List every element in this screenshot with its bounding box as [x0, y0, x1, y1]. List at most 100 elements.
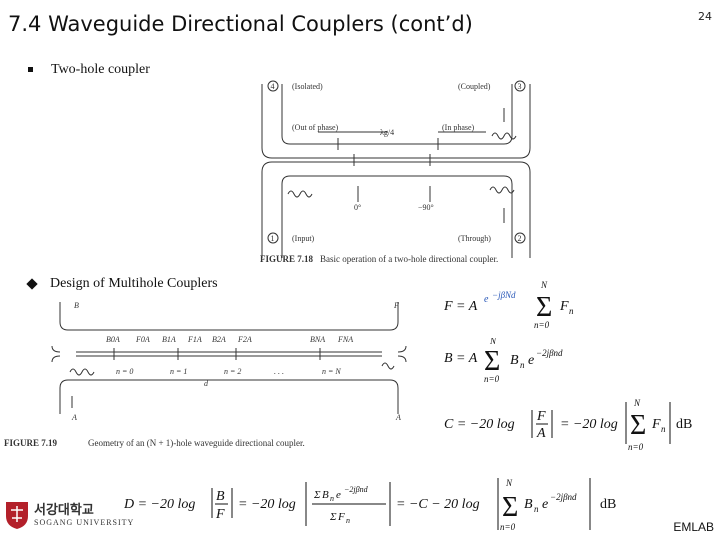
svg-text:n: n [520, 360, 525, 370]
slide-title: 7.4 Waveguide Directional Couplers (cont… [8, 12, 473, 36]
equation-B-render: B = A Σ N n=0 B n e −2jβnd [444, 336, 563, 384]
bullet-multihole: Design of Multihole Couplers [26, 276, 218, 292]
isolated-label: (Isolated) [292, 82, 323, 91]
svg-text:Σ: Σ [313, 489, 321, 501]
svg-text:B: B [510, 353, 519, 368]
svg-text:= −20 log: = −20 log [238, 497, 296, 512]
svg-text:N: N [633, 398, 641, 408]
svg-text:n: n [534, 504, 539, 514]
upper-bend [51, 345, 407, 353]
svg-text:n: n [330, 494, 334, 503]
svg-text:B: B [524, 497, 533, 512]
svg-text:B = A: B = A [444, 351, 478, 366]
label-B2A: B2A [212, 335, 226, 344]
svg-text:A: A [536, 426, 546, 441]
crest-icon [6, 502, 28, 529]
input-arrows [71, 396, 399, 408]
svg-text:= −C − 20 log: = −C − 20 log [396, 497, 480, 512]
port-4-label: 4 [271, 82, 275, 91]
svg-text:−2jβnd: −2jβnd [536, 348, 563, 358]
lower-guide-right-wall [519, 161, 531, 258]
bullet-text: Two-hole coupler [51, 62, 150, 77]
equation-D: D = −20 log B F = −20 log Σ B n e −2jβnd… [123, 474, 644, 538]
figure-719-caption-text: Geometry of an (N + 1)-hole waveguide di… [88, 438, 305, 448]
label-F2A: F2A [237, 335, 252, 344]
wave-coupled [491, 132, 517, 140]
svg-text:B: B [216, 489, 225, 504]
svg-text:−jβNd: −jβNd [492, 290, 516, 300]
label-F: F [393, 301, 399, 310]
port-2-circle [514, 232, 526, 244]
svg-text:Σ: Σ [502, 492, 518, 523]
label-F0A: F0A [135, 335, 150, 344]
svg-text:n: n [346, 516, 350, 525]
wave-through [489, 186, 515, 194]
label-BNA: BNA [310, 335, 325, 344]
svg-text:N: N [505, 478, 513, 488]
svg-text:−2jβnd: −2jβnd [344, 485, 369, 494]
port-1-label: 1 [271, 234, 275, 243]
label-n1: n = 1 [170, 367, 187, 376]
label-nN: n = N [322, 367, 341, 376]
upper-guide-left-wall [261, 84, 338, 159]
phase-ref-arrows [357, 186, 431, 202]
label-F1A: F1A [187, 335, 202, 344]
coupling-arrows [337, 138, 439, 150]
svg-text:F: F [215, 507, 225, 522]
figure-718-caption-text: Basic operation of a two-hole directiona… [320, 254, 498, 264]
page-number: 24 [698, 10, 712, 23]
coupled-label: (Coupled) [458, 82, 491, 91]
svg-text:N: N [540, 280, 548, 290]
label-d: d [204, 379, 209, 388]
lambda-label: λg/4 [380, 128, 394, 137]
lower-guide-inner [59, 379, 399, 414]
svg-text:Σ: Σ [630, 410, 646, 441]
label-n0: n = 0 [116, 367, 133, 376]
equation-B: B = A Σ N n=0 B n e −2jβnd [444, 336, 594, 398]
figure-7-18: 4 (Isolated) (Coupled) 3 (Out of phase) … [260, 80, 531, 264]
lower-bend [51, 355, 407, 363]
port-2-label: 2 [518, 234, 522, 243]
svg-text:F: F [651, 417, 661, 432]
svg-text:e: e [484, 294, 489, 305]
label-ellipsis: . . . [274, 367, 284, 376]
svg-text:= −20 log: = −20 log [560, 417, 618, 432]
university-logo: 서강대학교 SOGANG UNIVERSITY [4, 500, 134, 530]
footer-emlab: EMLAB [673, 520, 714, 534]
lower-guide-inner-wall [281, 175, 513, 258]
out-of-phase-label: (Out of phase) [292, 123, 339, 132]
svg-text:n=0: n=0 [628, 442, 644, 452]
square-bullet-icon [28, 67, 33, 73]
svg-text:Σ: Σ [329, 511, 337, 523]
label-n2: n = 2 [224, 367, 241, 376]
figure-7-19: B F B0A F0A B1A F1A B2A F2A BNA FNA n = … [4, 301, 407, 448]
port-4-circle [267, 80, 279, 92]
equation-F-render: F = A e −jβNd Σ N n=0 F n [443, 280, 574, 330]
label-FNA: FNA [337, 335, 353, 344]
svg-text:N: N [489, 338, 497, 346]
through-label: (Through) [458, 234, 491, 243]
equation-C-render: C = −20 log F A = −20 log Σ N n=0 F n dB [444, 398, 692, 452]
upper-guide-inner-wall [281, 84, 513, 145]
port-3-circle [514, 80, 526, 92]
in-phase-label: (In phase) [442, 123, 475, 132]
svg-text:n=0: n=0 [484, 374, 500, 384]
wave-input [69, 368, 95, 376]
lower-guide-left-wall [261, 161, 273, 258]
svg-text:F: F [337, 511, 345, 523]
svg-text:n=0: n=0 [500, 522, 516, 532]
label-B: B [74, 301, 79, 310]
svg-text:F: F [559, 299, 569, 314]
port-1-circle [267, 232, 279, 244]
minus90-label: −90° [418, 203, 434, 212]
equation-F: F = A e −jβNd Σ N n=0 F n [443, 278, 594, 338]
svg-text:−2jβnd: −2jβnd [550, 492, 577, 502]
label-B1A: B1A [162, 335, 176, 344]
input-label: (Input) [292, 234, 315, 243]
label-B0A: B0A [106, 335, 120, 344]
svg-text:dB: dB [600, 497, 616, 512]
zero-deg-label: 0° [354, 203, 361, 212]
svg-text:B: B [322, 489, 329, 501]
wave-out [381, 362, 395, 370]
svg-text:n=0: n=0 [534, 320, 550, 330]
